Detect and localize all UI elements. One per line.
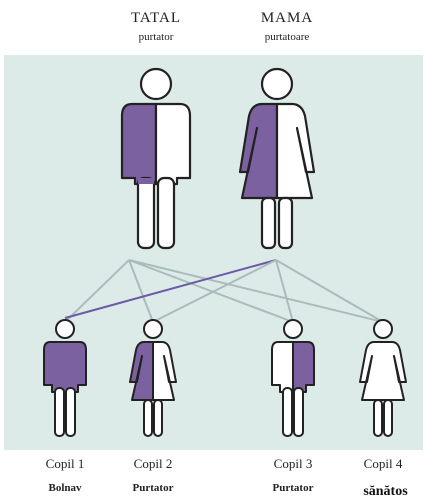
child3-head: [283, 319, 303, 339]
mother-leg-left: [260, 196, 277, 250]
mother-figure: [238, 67, 316, 250]
child2-dress-left: [129, 341, 154, 401]
child4-status: sănătos: [363, 484, 408, 499]
child2-leg-left: [143, 399, 153, 437]
father-figure: [120, 67, 192, 250]
child1-leg-left: [54, 387, 65, 437]
child3-status: Purtator: [272, 482, 314, 494]
mother-dress-left: [238, 102, 279, 200]
father-torso-right: [154, 102, 192, 186]
child1-figure: [43, 319, 87, 437]
child2-title: Copil 2: [133, 456, 173, 471]
child4-title: Copil 4: [363, 456, 403, 471]
mother-title: MAMA: [260, 10, 314, 26]
child2-figure: [129, 319, 177, 437]
child1-head: [55, 319, 75, 339]
child2-dress-right: [152, 341, 177, 401]
line-mother-child1: [64, 259, 277, 319]
child1-torso: [43, 341, 87, 393]
child3-title: Copil 3: [273, 456, 313, 471]
father-title: TATAL: [130, 10, 182, 26]
child3-leg-right: [293, 387, 304, 437]
father-leg-left: [136, 176, 156, 250]
father-subtitle: purtator: [138, 31, 174, 43]
mother-head: [260, 67, 294, 101]
father-head: [139, 67, 173, 101]
father-torso-left: [120, 102, 158, 186]
child4-head: [373, 319, 393, 339]
child2-status: Purtator: [132, 482, 174, 494]
line-father-child4: [128, 259, 384, 323]
mother-dress-right: [275, 102, 316, 200]
child4-figure: [359, 319, 407, 437]
inheritance-lines: [64, 259, 384, 323]
line-mother-child3: [275, 259, 294, 323]
mother-subtitle: purtatoare: [264, 31, 310, 43]
line-father-child1: [64, 259, 130, 323]
child4-leg-right: [383, 399, 393, 437]
mother-leg-right: [277, 196, 294, 250]
father-hip-left: [138, 178, 154, 184]
child3-figure: [271, 319, 315, 437]
line-mother-child2: [152, 259, 277, 323]
child1-status: Bolnav: [48, 482, 82, 494]
child1-leg-right: [65, 387, 76, 437]
child3-torso-left: [271, 341, 294, 393]
child2-head: [143, 319, 163, 339]
child4-leg-left: [373, 399, 383, 437]
father-leg-right: [156, 176, 176, 250]
child4-dress: [359, 341, 407, 401]
line-father-child2: [128, 259, 154, 323]
child3-torso-right: [292, 341, 315, 393]
child3-leg-left: [282, 387, 293, 437]
line-mother-child4: [275, 259, 384, 323]
child2-leg-right: [153, 399, 163, 437]
line-father-child3: [128, 259, 294, 323]
child1-title: Copil 1: [45, 456, 85, 471]
